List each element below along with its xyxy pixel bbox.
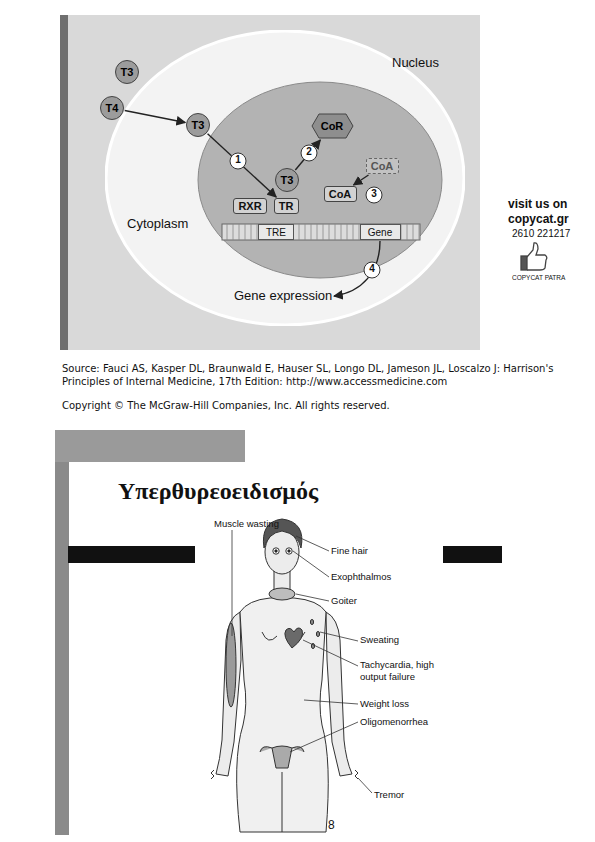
slide-title: Υπερθυρεοειδισμός: [118, 478, 318, 505]
node-text: CoA: [329, 188, 352, 200]
slide-bar: [60, 15, 68, 350]
figure-label: Goiter: [331, 595, 357, 606]
page-number: 8: [328, 818, 335, 832]
thumb-icon: [521, 243, 547, 270]
node-text: CoR: [321, 120, 344, 132]
figure-label: Tremor: [374, 789, 404, 800]
callout-number: 1: [230, 153, 247, 170]
cell-membrane: [106, 31, 464, 325]
hormone-circle: T3: [186, 113, 210, 137]
region-label: Nucleus: [392, 55, 439, 70]
node-text: Gene: [368, 227, 392, 238]
receptor-box: RXR: [233, 198, 267, 214]
dna-element: TRE: [258, 224, 294, 240]
node-text: CoA: [371, 160, 394, 172]
process-label: Gene expression: [234, 288, 332, 303]
dna-strand: [222, 224, 420, 240]
watermark: 2610 221217: [512, 228, 570, 239]
hormone-circle: T3: [115, 60, 139, 84]
arrow-connector: [125, 111, 185, 123]
watermark: COPYCAT PATRA: [512, 274, 565, 281]
slide-bar: [55, 430, 69, 835]
gene-band: Gene: [360, 224, 401, 240]
expression-arrow: [334, 241, 380, 296]
corepressor-hexagon: CoR: [311, 113, 354, 139]
callout-number: 2: [301, 145, 318, 162]
body-figure: [211, 519, 358, 832]
node-text: TRE: [266, 227, 286, 238]
arrow-connector: [295, 140, 320, 170]
figure-label: Fine hair: [331, 545, 368, 556]
node-text: T3: [281, 174, 294, 186]
watermark: visit us on: [508, 197, 567, 211]
copyright-note: Copyright © The McGraw-Hill Companies, I…: [62, 400, 390, 411]
hormone-circle: T4: [100, 96, 124, 120]
coactivator-box: CoA: [324, 186, 357, 202]
source-note: Source: Fauci AS, Kasper DL, Braunwald E…: [62, 363, 590, 388]
figure-label: Weight loss: [360, 698, 409, 709]
node-text: TR: [279, 200, 294, 212]
black-bar: [68, 546, 195, 563]
node-text: T3: [192, 119, 205, 131]
slide-ground: [68, 15, 480, 350]
hormone-circle: T3: [275, 168, 299, 192]
coactivator-box: CoA: [366, 158, 399, 174]
figure-label: Sweating: [360, 634, 399, 645]
figure-label: Muscle wasting: [214, 518, 279, 529]
arrow-connector: [354, 175, 369, 185]
node-text: RXR: [238, 200, 261, 212]
arrow-connector: [208, 134, 277, 197]
nucleus-outline: [198, 82, 442, 278]
slide-band: [55, 430, 245, 462]
figure-label: Tachycardia, high output failure: [360, 659, 456, 683]
callout-number: 4: [364, 262, 381, 279]
figure-label: Exophthalmos: [331, 571, 391, 582]
receptor-box: TR: [274, 198, 299, 214]
watermark: copycat.gr: [508, 212, 569, 226]
cell-outline: CytoplasmT3CoRCoAT3CoARXRTRTREGene: [105, 30, 465, 326]
node-text: Cytoplasm: [127, 216, 188, 231]
black-bar: [443, 546, 502, 563]
node-text: T3: [121, 66, 134, 78]
callout-number: 3: [366, 187, 383, 204]
node-text: T4: [106, 102, 119, 114]
figure-label: Oligomenorrhea: [360, 716, 428, 727]
